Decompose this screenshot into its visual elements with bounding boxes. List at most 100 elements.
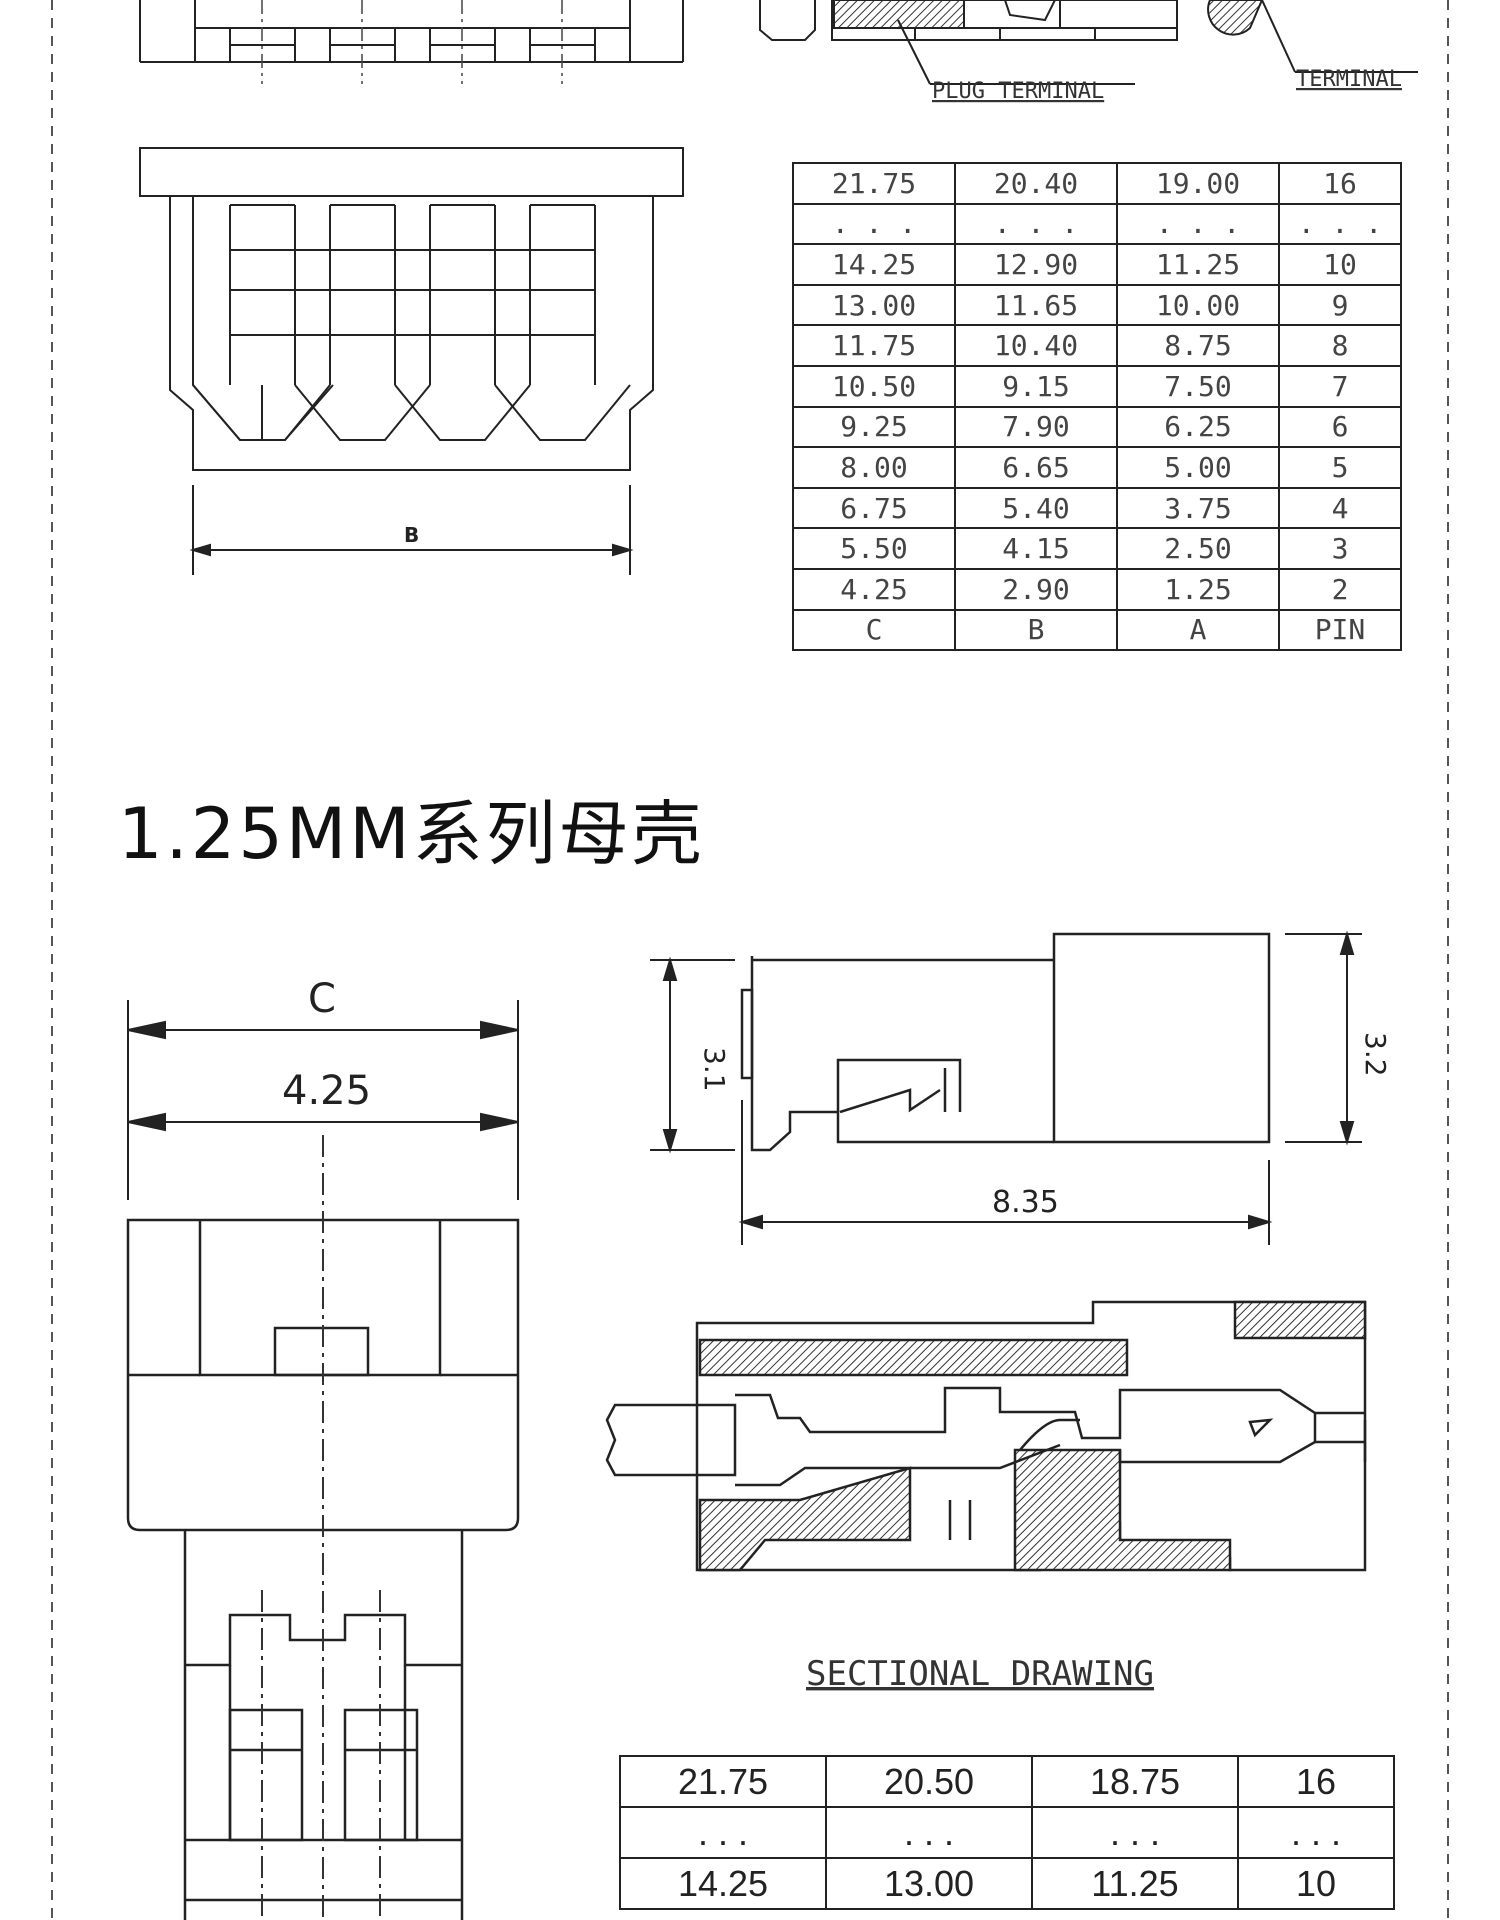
table-cell: 4 bbox=[1278, 486, 1402, 530]
table-cell: 5 bbox=[1278, 446, 1402, 489]
top-partial-centerlines bbox=[261, 0, 563, 84]
table-cell: C bbox=[792, 608, 956, 652]
table-cell: 2.90 bbox=[954, 567, 1118, 611]
top-connector-front-view bbox=[139, 147, 684, 471]
dimension-height-left: 3.1 bbox=[698, 1047, 731, 1092]
table-cell: . . . bbox=[1237, 1806, 1395, 1859]
table-cell: A bbox=[1116, 608, 1280, 652]
dimension-side-3-1 bbox=[650, 956, 735, 1154]
table-cell: 3.75 bbox=[1116, 486, 1280, 530]
dimension-height-right: 3.2 bbox=[1359, 1032, 1392, 1077]
housing-side-view bbox=[740, 932, 1271, 1152]
top-partial-section bbox=[759, 0, 1418, 85]
dimension-b-label: B bbox=[404, 523, 419, 547]
table-cell: PIN bbox=[1278, 608, 1402, 652]
dimension-c-label: C bbox=[308, 976, 336, 1022]
table-cell: 10 bbox=[1278, 243, 1402, 286]
table-cell: 4.15 bbox=[954, 527, 1118, 570]
table-cell: 11.65 bbox=[954, 283, 1118, 327]
dimension-length: 8.35 bbox=[992, 1185, 1059, 1220]
table-cell: 5.00 bbox=[1116, 446, 1280, 489]
table-cell: 20.40 bbox=[954, 162, 1118, 205]
table-cell: 21.75 bbox=[619, 1755, 827, 1808]
table-cell: . . . bbox=[619, 1806, 827, 1859]
table-cell: 5.40 bbox=[954, 486, 1118, 530]
dimension-width-value: 4.25 bbox=[282, 1068, 371, 1114]
table-cell: 7.90 bbox=[954, 405, 1118, 449]
table-cell: 12.90 bbox=[954, 243, 1118, 286]
table-cell: 6.25 bbox=[1116, 405, 1280, 449]
table-cell: B bbox=[954, 608, 1118, 652]
table-cell: 10.40 bbox=[954, 324, 1118, 367]
table-cell: . . . bbox=[792, 202, 956, 246]
table-cell: . . . bbox=[825, 1806, 1033, 1859]
table-cell: . . . bbox=[1031, 1806, 1239, 1859]
top-partial-view bbox=[139, 0, 684, 63]
table-cell: 9 bbox=[1278, 283, 1402, 327]
table-cell: 20.50 bbox=[825, 1755, 1033, 1808]
table-cell: 3 bbox=[1278, 527, 1402, 570]
table-cell: 16 bbox=[1278, 162, 1402, 205]
table-cell: 6 bbox=[1278, 405, 1402, 449]
table-cell: 2.50 bbox=[1116, 527, 1280, 570]
sectional-drawing bbox=[605, 1300, 1367, 1572]
table-cell: 5.50 bbox=[792, 527, 956, 570]
table-cell: 10 bbox=[1237, 1857, 1395, 1910]
table-cell: 6.75 bbox=[792, 486, 956, 530]
table-cell: . . . bbox=[1116, 202, 1280, 246]
table-cell: 14.25 bbox=[792, 243, 956, 286]
table-cell: 14.25 bbox=[619, 1857, 827, 1910]
series-title: 1.25MM系列母壳 bbox=[118, 793, 705, 875]
table-cell: 9.25 bbox=[792, 405, 956, 449]
table-cell: 1.25 bbox=[1116, 567, 1280, 611]
table-cell: 8.75 bbox=[1116, 324, 1280, 367]
table-cell: . . . bbox=[1278, 202, 1402, 246]
table-cell: 11.75 bbox=[792, 324, 956, 367]
table-cell: 11.25 bbox=[1116, 243, 1280, 286]
dimension-b bbox=[189, 485, 634, 575]
table-cell: 7 bbox=[1278, 364, 1402, 408]
table-cell: 8 bbox=[1278, 324, 1402, 367]
table-cell: 11.25 bbox=[1031, 1857, 1239, 1910]
table-cell: . . . bbox=[954, 202, 1118, 246]
table-cell: 2 bbox=[1278, 567, 1402, 611]
table-cell: 16 bbox=[1237, 1755, 1395, 1808]
sectional-drawing-caption: SECTIONAL DRAWING bbox=[806, 1654, 1154, 1694]
table-cell: 10.00 bbox=[1116, 283, 1280, 327]
table-row: . . .. . .. . .. . . bbox=[792, 202, 1402, 246]
front-view-centerlines bbox=[261, 1135, 381, 1920]
dimension-side-3-2 bbox=[1285, 930, 1362, 1146]
dimension-side-8-35 bbox=[738, 1100, 1273, 1245]
table-cell: 4.25 bbox=[792, 567, 956, 611]
terminal-callout: TERMINAL bbox=[1296, 67, 1402, 92]
table-cell: 9.15 bbox=[954, 364, 1118, 408]
table-cell: 13.00 bbox=[825, 1857, 1033, 1910]
table-cell: 19.00 bbox=[1116, 162, 1280, 205]
plug-terminal-callout: PLUG TERMINAL bbox=[932, 79, 1104, 104]
table-row: . . .. . .. . .. . . bbox=[619, 1806, 1395, 1859]
table-cell: 13.00 bbox=[792, 283, 956, 327]
table-cell: 8.00 bbox=[792, 446, 956, 489]
table-cell: 6.65 bbox=[954, 446, 1118, 489]
table-cell: 7.50 bbox=[1116, 364, 1280, 408]
dimension-c bbox=[127, 1000, 519, 1200]
table-cell: 21.75 bbox=[792, 162, 956, 205]
table-cell: 18.75 bbox=[1031, 1755, 1239, 1808]
table-cell: 10.50 bbox=[792, 364, 956, 408]
